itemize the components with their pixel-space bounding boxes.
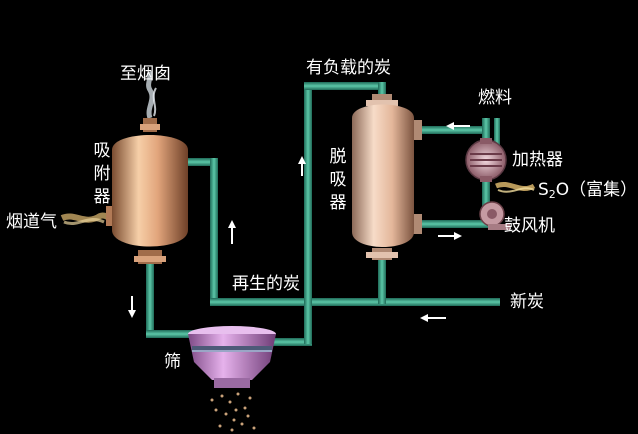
so2-label-subscript: 2: [548, 188, 556, 201]
desorber-label: 脱 吸 器: [328, 146, 348, 215]
flow-arrows: [128, 122, 470, 322]
flue-gas-label: 烟道气: [6, 212, 57, 232]
carbon-pipes: [146, 82, 500, 346]
desorber-label-char-1: 脱: [329, 147, 347, 167]
arrow-left-heater-return: [446, 122, 470, 130]
arrow-right-blower: [438, 232, 462, 240]
regenerated-carbon-label: 再生的炭: [232, 274, 300, 294]
adsorber-label-char-2: 附: [93, 164, 111, 184]
screen-hopper: [188, 326, 276, 388]
chimney-smoke: [146, 70, 157, 119]
fuel-label: 燃料: [478, 88, 512, 108]
so2-label-main: S: [538, 180, 549, 200]
desorber-label-char-2: 吸: [329, 170, 347, 190]
so2-label: S2O（富集）: [538, 180, 638, 201]
arrow-down-adsorber: [128, 296, 136, 318]
desorber-label-char-3: 器: [329, 193, 347, 213]
new-carbon-label: 新炭: [510, 292, 544, 312]
screen-label: 筛: [164, 352, 181, 372]
flue-gas-stream: [60, 212, 111, 225]
blower-label: 鼓风机: [504, 216, 555, 236]
loaded-carbon-label: 有负载的炭: [306, 58, 391, 78]
adsorber-label-char-3: 器: [93, 187, 111, 207]
heater-label: 加热器: [512, 150, 563, 170]
arrow-up-left-pipe: [228, 220, 236, 244]
so2-stream: [495, 182, 536, 193]
adsorber-label-char-1: 吸: [93, 141, 111, 161]
arrow-up-riser: [298, 156, 306, 176]
adsorber-vessel: [106, 118, 188, 264]
arrow-left-new-carbon: [420, 314, 446, 322]
blower-unit: [479, 201, 510, 230]
adsorber-label: 吸 附 器: [92, 140, 112, 209]
falling-particles: [210, 392, 256, 432]
heater-unit: [465, 138, 507, 182]
chimney-label: 至烟囱: [120, 64, 171, 84]
so2-label-suffix: O（富集）: [555, 180, 638, 200]
desorber-vessel: [352, 94, 422, 260]
